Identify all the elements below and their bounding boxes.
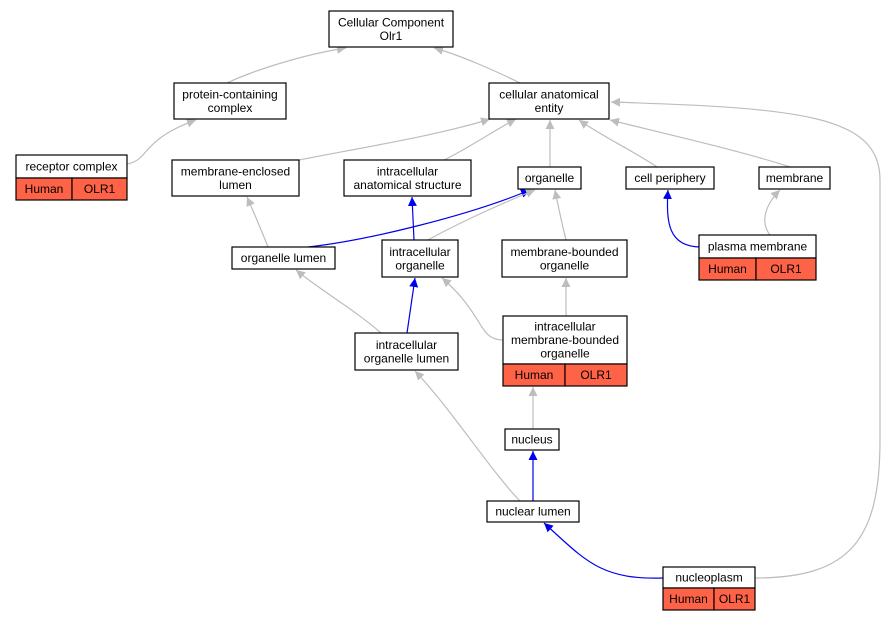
node-label-line: Cellular Component (338, 15, 445, 29)
annotation-species: Human (669, 592, 708, 606)
node-box (625, 166, 715, 190)
node-box (328, 10, 454, 48)
node-label-line: lumen (219, 178, 252, 192)
node-box (381, 239, 459, 278)
edge-membrane-to-anatomical-entity (609, 117, 791, 168)
node-nuclear-lumen[interactable]: nuclear lumen (486, 500, 580, 523)
node-label-line: organelle lumen (364, 351, 449, 365)
node-label-line: membrane-enclosed (181, 164, 290, 178)
node-label-line: Olr1 (380, 29, 403, 43)
node-label-line: nucleoplasm (675, 571, 742, 585)
node-membrane[interactable]: membrane (758, 166, 831, 190)
edge-nuclear-lumen-to-intracellular-organelle-lumen (414, 370, 521, 502)
annotation-species: Human (708, 262, 747, 276)
node-label-line: organelle (540, 347, 590, 361)
node-organelle-lumen[interactable]: organelle lumen (231, 246, 336, 270)
node-label-line: membrane-bounded (510, 245, 618, 259)
node-label-line: membrane-bounded (511, 333, 619, 347)
node-label-line: intracellular (377, 164, 438, 178)
node-intracellular-mb-organelle[interactable]: intracellularmembrane-boundedorganelleHu… (502, 315, 628, 387)
edge-nucleoplasm-to-nuclear-lumen (543, 522, 664, 579)
node-box (504, 428, 560, 451)
node-box (502, 315, 628, 365)
node-label-line: organelle (395, 258, 445, 272)
node-label-line: intracellular (389, 245, 450, 259)
edge-receptor-complex-to-protein-complex (126, 118, 197, 165)
node-label-line: nucleus (511, 433, 552, 447)
annotation-gene-cell (564, 363, 628, 387)
edge-intracellular-organelle-lumen-to-intracellular-organelle (406, 277, 419, 334)
node-box (173, 82, 287, 120)
edge-intracellular-mb-organelle-to-intracellular-organelle (441, 277, 504, 341)
edge-anatomical-entity-to-cc-root (433, 45, 521, 84)
edge-organelle-lumen-to-membrane-enclosed-lumen (246, 196, 269, 248)
node-box (501, 239, 628, 278)
edges-layer (126, 44, 881, 579)
annotation-gene-cell (755, 257, 817, 281)
node-box (171, 159, 300, 197)
node-label-line: organelle (525, 171, 575, 185)
edge-intracellular-organelle-to-intracellular-structure (407, 196, 417, 241)
edge-plasma-membrane-to-cell-periphery (662, 189, 702, 248)
node-label-line: cellular anatomical (499, 87, 598, 101)
node-box (758, 166, 831, 190)
edge-intracellular-structure-to-anatomical-entity (443, 118, 517, 161)
node-label-line: nuclear lumen (495, 505, 570, 519)
edge-plasma-membrane-to-membrane (764, 189, 781, 236)
node-label-line: anatomical structure (353, 178, 461, 192)
node-label-line: membrane (766, 171, 824, 185)
annotation-gene-cell (713, 587, 756, 611)
annotation-gene: OLR1 (719, 592, 751, 606)
node-cell-periphery[interactable]: cell periphery (625, 166, 715, 190)
annotation-gene-cell (71, 177, 128, 201)
node-box (486, 500, 580, 523)
edge-membrane-enclosed-lumen-to-anatomical-entity (298, 117, 491, 161)
annotation-gene: OLR1 (580, 368, 612, 382)
node-label-line: protein-containing (182, 87, 277, 101)
node-box (488, 82, 610, 120)
edge-intracellular-organelle-lumen-to-organelle-lumen (295, 269, 382, 334)
node-label-line: cell periphery (634, 171, 705, 185)
node-box (354, 332, 459, 371)
edge-cell-periphery-to-anatomical-entity (578, 119, 658, 168)
edge-nucleoplasm-to-anatomical-entity (610, 97, 881, 579)
node-label-line: plasma membrane (708, 240, 808, 254)
edge-membrane-bounded-organelle-to-organelle (552, 189, 567, 241)
node-box (517, 166, 582, 190)
node-label-line: intracellular (534, 320, 595, 334)
node-label-line: organelle (540, 258, 590, 272)
annotation-gene: OLR1 (84, 182, 116, 196)
node-box (231, 246, 336, 270)
node-organelle[interactable]: organelle (517, 166, 582, 190)
node-box (343, 159, 472, 197)
annotation-species: Human (515, 368, 554, 382)
edge-protein-complex-to-cc-root (226, 44, 347, 84)
node-nucleus[interactable]: nucleus (504, 428, 560, 451)
node-label-line: organelle lumen (241, 251, 326, 265)
node-label-line: complex (208, 101, 253, 115)
annotation-gene: OLR1 (770, 262, 802, 276)
node-label-line: entity (535, 101, 564, 115)
node-label-line: intracellular (376, 338, 437, 352)
annotation-species: Human (25, 182, 64, 196)
node-label-line: receptor complex (25, 160, 117, 174)
edge-organelle-lumen-to-organelle (307, 189, 531, 248)
edge-intracellular-organelle-to-organelle (427, 189, 536, 241)
